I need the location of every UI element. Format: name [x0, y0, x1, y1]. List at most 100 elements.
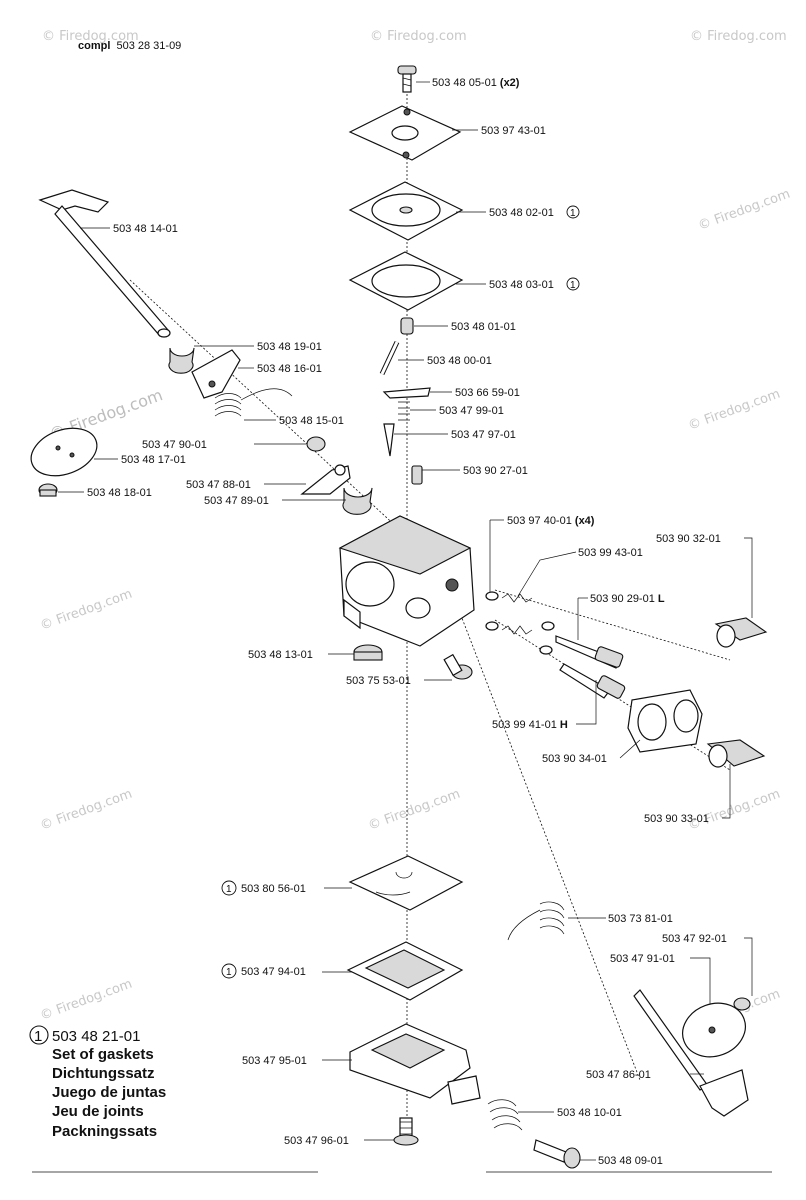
callout-503-47-92-01: 503 47 92-01 — [662, 933, 727, 945]
watermark: © Firedog.com — [370, 29, 467, 44]
watermark: © Firedog.com — [686, 387, 782, 434]
legend-line-de: Dichtungssatz — [52, 1065, 155, 1082]
assembly-header: compl 503 28 31-09 — [78, 40, 181, 52]
callout-503-47-91-01: 503 47 91-01 — [610, 953, 675, 965]
callout-503-48-00-01: 503 48 00-01 — [427, 355, 492, 367]
callout-503-47-88-01: 503 47 88-01 — [186, 479, 251, 491]
callout-503-90-27-01: 503 90 27-01 — [463, 465, 528, 477]
inlet-needle — [383, 423, 395, 457]
callout-503-47-97-01: 503 47 97-01 — [451, 429, 516, 441]
callout-503-47-94-01: 503 47 94-01 — [241, 966, 306, 978]
callout-503-97-43-01: 503 97 43-01 — [481, 125, 546, 137]
choke-spring — [507, 901, 565, 941]
callout-503-97-40-01: 503 97 40-01 (x4) — [507, 515, 595, 527]
throttle-screw — [38, 483, 58, 497]
throttle-axis — [129, 279, 401, 531]
callout-503-47-99-01: 503 47 99-01 — [439, 405, 504, 417]
callout-503-99-43-01: 503 99 43-01 — [578, 547, 643, 559]
callout-503-48-16-01: 503 48 16-01 — [257, 363, 322, 375]
callout-503-75-53-01: 503 75 53-01 — [346, 675, 411, 687]
callout-503-48-14-01: 503 48 14-01 — [113, 223, 178, 235]
legend-line-en: Set of gaskets — [52, 1046, 154, 1063]
needle-l — [555, 635, 624, 669]
svg-text:1: 1 — [226, 884, 232, 895]
legend-line-fr: Jeu de joints — [52, 1103, 144, 1120]
callout-503-48-13-01: 503 48 13-01 — [248, 649, 313, 661]
callout-503-48-17-01: 503 48 17-01 — [121, 454, 186, 466]
choke-valve-disc — [682, 1002, 746, 1058]
callout-503-47-86-01: 503 47 86-01 — [586, 1069, 651, 1081]
callout-503-90-33-01: 503 90 33-01 — [644, 813, 709, 825]
svg-text:1: 1 — [226, 967, 232, 978]
watermark: © Firedog.com — [366, 787, 462, 834]
primer-spring — [487, 1099, 523, 1131]
primer-screw — [533, 1139, 581, 1169]
spring-small — [398, 401, 410, 421]
metering-diaphragm — [348, 855, 464, 911]
watermark: © Firedog.com — [38, 977, 134, 1024]
pump-gasket — [348, 251, 464, 311]
throttle-shaft — [38, 189, 171, 338]
metering-cover — [349, 1023, 481, 1105]
watermark: © Firedog.com — [690, 29, 787, 44]
sleeve-2 — [342, 487, 373, 515]
choke-axis — [454, 599, 641, 1081]
screw-needle-valve — [400, 317, 414, 335]
callout-503-47-95-01: 503 47 95-01 — [242, 1055, 307, 1067]
watermark: © Firedog.com — [38, 787, 134, 834]
choke-shaft — [633, 989, 749, 1117]
cap-h — [706, 739, 766, 768]
callout-503-48-15-01: 503 48 15-01 — [279, 415, 344, 427]
svg-text:1: 1 — [570, 280, 576, 291]
callout-503-48-05-01: 503 48 05-01 (x2) — [432, 77, 520, 89]
plug-small — [411, 465, 423, 485]
callout-503-47-96-01: 503 47 96-01 — [284, 1135, 349, 1147]
svg-text:1: 1 — [570, 208, 576, 219]
header-prefix: compl — [78, 40, 110, 52]
needle-axis-l — [494, 589, 731, 661]
watermark: © Firedog.com — [38, 587, 134, 634]
bushing — [306, 436, 326, 452]
choke-screw — [733, 997, 751, 1011]
header-number: 503 28 31-09 — [116, 40, 181, 52]
screw-top — [397, 65, 417, 93]
callout-503-90-32-01: 503 90 32-01 — [656, 533, 721, 545]
sleeve — [168, 347, 195, 374]
lever — [382, 387, 431, 399]
legend-line-sv: Packningssats — [52, 1123, 157, 1140]
legend-part-number: 503 48 21-01 — [52, 1028, 140, 1045]
pump-cover — [348, 105, 462, 161]
needle-h — [559, 663, 626, 699]
watermark: © Firedog.com — [696, 187, 792, 234]
watermark: © Firedog.com — [42, 29, 139, 44]
needle-springs — [501, 593, 533, 635]
callout-503-47-90-01: 503 47 90-01 — [142, 439, 207, 451]
callout-503-90-29-01: 503 90 29-01 L — [590, 593, 665, 605]
legend-circle-number: 1 — [34, 1028, 42, 1045]
metering-gasket — [346, 941, 464, 1001]
callout-503-48-02-01: 503 48 02-01 — [489, 207, 554, 219]
callout-503-99-41-01: 503 99 41-01 H — [492, 719, 568, 731]
o-rings — [485, 591, 555, 655]
gasket-set-legend: 1 503 48 21-01 Set of gaskets Dichtungss… — [29, 1025, 166, 1140]
watermark: © Firedog.com — [686, 787, 782, 834]
callout-503-66-59-01: 503 66 59-01 — [455, 387, 520, 399]
throttle-lever — [191, 349, 241, 399]
legend-line-es: Juego de juntas — [52, 1084, 166, 1101]
callouts: 503 48 05-01 (x2) 503 97 43-01 503 48 02… — [58, 77, 753, 1167]
limiter-cap — [627, 689, 703, 753]
throttle-valve-disc — [30, 427, 98, 477]
pin — [379, 340, 400, 376]
callout-503-73-81-01: 503 73 81-01 — [608, 913, 673, 925]
cap-l — [714, 617, 768, 648]
pump-diaphragm — [348, 181, 464, 241]
callout-503-48-19-01: 503 48 19-01 — [257, 341, 322, 353]
adjust-screw — [443, 653, 473, 680]
callout-503-48-18-01: 503 48 18-01 — [87, 487, 152, 499]
callout-503-90-34-01: 503 90 34-01 — [542, 753, 607, 765]
callout-503-47-89-01: 503 47 89-01 — [204, 495, 269, 507]
callout-503-48-01-01: 503 48 01-01 — [451, 321, 516, 333]
callout-503-80-56-01: 503 80 56-01 — [241, 883, 306, 895]
bracket — [300, 464, 351, 495]
